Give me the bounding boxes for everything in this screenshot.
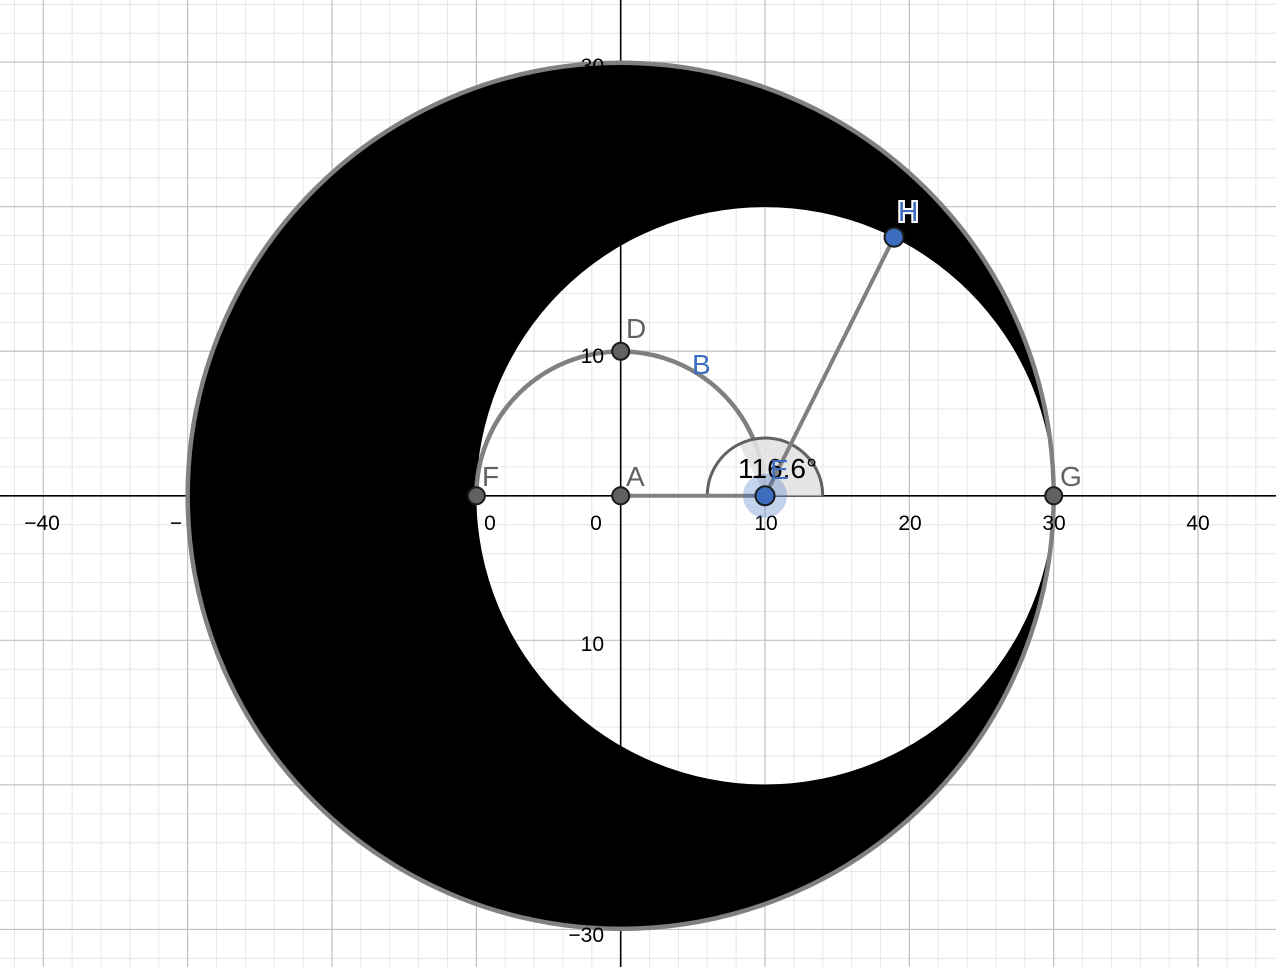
angle-value-label: 116.6° bbox=[738, 453, 817, 484]
x-tick-label: 20 bbox=[898, 512, 921, 535]
x-tick-label: −40 bbox=[24, 512, 60, 535]
x-tick-label: 10 bbox=[754, 512, 777, 535]
tick-labels: −40 − 0 0 10 20 30 40 30 10 10 −20 −30 bbox=[24, 55, 1209, 947]
label-d: D bbox=[626, 313, 646, 344]
x-tick-label: 0 bbox=[484, 512, 496, 535]
label-b: B bbox=[692, 349, 711, 380]
y-tick-label: 10 bbox=[581, 345, 604, 368]
angle-arc bbox=[705, 436, 825, 496]
point-d[interactable] bbox=[611, 341, 631, 361]
point-h[interactable] bbox=[883, 226, 905, 248]
y-tick-label: −30 bbox=[568, 924, 604, 947]
label-f: F bbox=[482, 461, 499, 492]
point-a[interactable] bbox=[611, 486, 631, 506]
segment-e-h[interactable] bbox=[763, 236, 896, 497]
x-tick-label: − bbox=[170, 512, 182, 535]
point-f[interactable] bbox=[466, 486, 486, 506]
x-tick-label: 0 bbox=[590, 512, 602, 535]
x-tick-label: 30 bbox=[1042, 512, 1065, 535]
points[interactable] bbox=[466, 226, 1064, 518]
label-g: G bbox=[1060, 461, 1082, 492]
label-e: E bbox=[770, 454, 789, 485]
y-tick-label: 10 bbox=[581, 633, 604, 656]
y-tick-label: −20 bbox=[568, 779, 604, 802]
x-tick-label: 40 bbox=[1186, 512, 1209, 535]
y-tick-label: 30 bbox=[581, 55, 604, 78]
object-labels: A D F G B 116.6° E H bbox=[482, 194, 1082, 492]
point-e[interactable] bbox=[754, 485, 776, 507]
point-g[interactable] bbox=[1044, 486, 1064, 506]
label-h: H bbox=[898, 196, 918, 227]
label-a: A bbox=[626, 461, 645, 492]
